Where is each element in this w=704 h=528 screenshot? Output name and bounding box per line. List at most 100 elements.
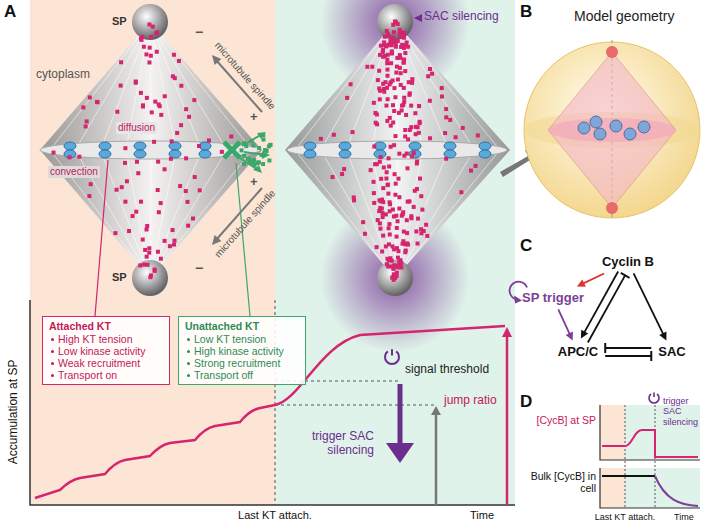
accumulation-curve [35, 326, 505, 498]
microtubule [346, 150, 395, 278]
particle [389, 80, 393, 84]
bullet-dot [187, 362, 190, 365]
particle [428, 136, 432, 140]
axis-label: Last KT attach. [238, 509, 312, 522]
edge-line [634, 273, 664, 335]
region-label: cytoplasm [36, 68, 90, 82]
particle [389, 124, 393, 128]
bullet-dot [51, 350, 54, 353]
particle [454, 135, 458, 139]
particle [413, 111, 417, 115]
sp-cyclin-curve [602, 430, 698, 457]
list-item: Weak recruitment [58, 357, 140, 369]
particle [370, 65, 374, 69]
bullet-dot [51, 362, 54, 365]
particle [173, 76, 177, 80]
jump-arrow [435, 414, 438, 505]
chromosome [409, 142, 421, 150]
particle [361, 220, 365, 224]
particle [169, 157, 173, 161]
particle [444, 107, 448, 111]
particle [385, 58, 389, 62]
particle [375, 162, 379, 166]
model-chromosome [590, 116, 602, 128]
particle [387, 242, 391, 246]
particle [144, 52, 148, 56]
microtubule [150, 22, 252, 150]
particle [393, 95, 397, 99]
particle [399, 261, 403, 265]
microtubule [395, 150, 474, 278]
particle [134, 80, 138, 84]
microtubule [321, 150, 395, 278]
particle [352, 195, 356, 199]
particle [398, 28, 402, 32]
particle [469, 169, 473, 173]
box-heading: Unattached KT [185, 320, 299, 332]
particle [193, 175, 197, 179]
cell-sphere [524, 42, 700, 218]
particle [149, 35, 153, 39]
silencing-phase-ground [625, 468, 700, 508]
particle [428, 67, 432, 71]
particle [265, 149, 269, 153]
particle [252, 158, 256, 162]
particle [145, 96, 149, 100]
particle [123, 146, 127, 150]
particle [147, 246, 151, 250]
silencing-phase-ground [275, 0, 515, 505]
edge-line [584, 272, 618, 334]
particle [396, 219, 400, 223]
spindle-pole [377, 4, 413, 40]
particle [476, 133, 480, 137]
particle [252, 158, 256, 162]
particle [185, 200, 189, 204]
particle [119, 60, 123, 64]
particle [158, 104, 162, 108]
particle [378, 97, 382, 101]
arrowhead [431, 406, 441, 415]
particle [175, 131, 179, 135]
edge-line [588, 275, 625, 342]
model-spindle [548, 52, 676, 208]
model-pole [606, 202, 618, 214]
particle [410, 154, 414, 158]
model-plate [548, 118, 676, 142]
particle [410, 77, 414, 81]
particle [170, 139, 174, 143]
chromosome [479, 150, 491, 158]
axis-title: [CycB] at SP [530, 414, 596, 426]
particle [395, 235, 399, 239]
particle [246, 157, 250, 161]
particle [229, 135, 233, 139]
particle [400, 34, 404, 38]
list-item: Strong recruitment [194, 357, 280, 369]
model-pole [606, 46, 618, 58]
particle [145, 255, 149, 259]
arrowhead [659, 332, 666, 341]
annotation: SAC silencing [424, 10, 499, 24]
axis-title: Bulk [CycB] in cell [530, 470, 596, 494]
particle [187, 115, 191, 119]
particle [123, 161, 127, 165]
arrowhead [581, 330, 588, 339]
particle [412, 151, 416, 155]
arrowhead [257, 132, 266, 139]
particle [417, 131, 421, 135]
particle [409, 214, 413, 218]
particle [377, 69, 381, 73]
particle [394, 45, 398, 49]
list-item: Transport off [194, 369, 253, 381]
bullet-dot [51, 374, 54, 377]
particle [396, 264, 400, 268]
particle [397, 111, 401, 115]
axis-title: Accumulation at SP [7, 342, 21, 482]
process-label: diffusion [116, 122, 157, 134]
particle [372, 101, 376, 105]
particle [440, 95, 444, 99]
polarity-sign: + [250, 110, 258, 125]
particle [415, 161, 419, 165]
microtubule [295, 150, 395, 278]
particle [424, 223, 428, 227]
particle [387, 156, 391, 160]
